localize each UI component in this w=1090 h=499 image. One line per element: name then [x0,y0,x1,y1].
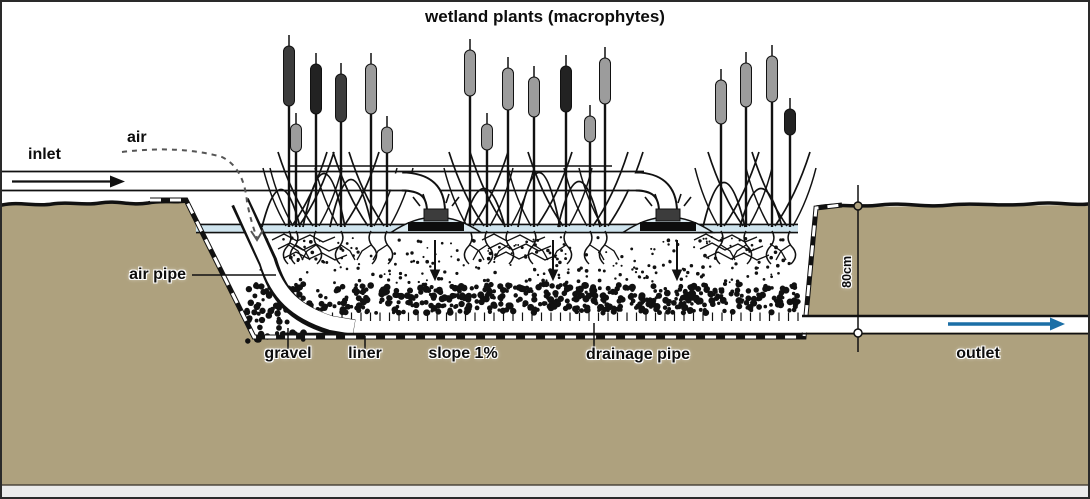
gravel-label: gravel [264,345,312,362]
air-pipe [121,148,356,339]
drainage-pipe-outlet [298,314,1088,335]
drainage-pipe-label: drainage pipe [585,346,691,363]
air-flow-dashed-line [121,148,258,239]
air-pipe-label: air pipe [129,266,186,283]
drainage-channel [298,321,804,333]
liner-label: liner [348,345,382,362]
percolation-arrows [429,240,683,282]
depth-80cm-label: 80cm [840,255,855,288]
sand-layer [259,235,791,285]
inlet-distribution-pipe [2,165,678,213]
air-label: air [127,129,147,146]
distribution-outlets [388,193,716,234]
liner-membrane [150,197,843,340]
label-leaders [192,274,595,350]
slope-label: slope 1% [428,345,498,362]
air-flow-arrowhead [250,229,264,242]
inlet-label: inlet [28,146,61,163]
outlet-label: outlet [956,345,1000,362]
bottom-margin-strip [2,486,1088,497]
plant-roots [271,230,797,265]
ground-soil [2,201,1088,485]
diagram-title: wetland plants (macrophytes) [425,7,665,26]
depth-dimension [853,185,863,352]
